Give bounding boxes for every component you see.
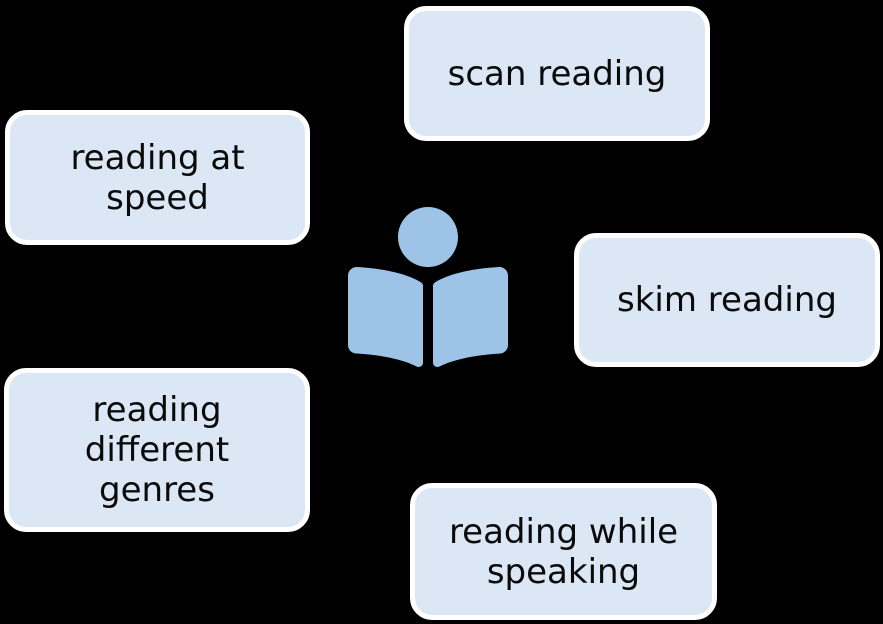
book-reader-icon xyxy=(348,207,508,367)
node-reading-different-genres-label: reading different genres xyxy=(84,390,230,510)
node-skim-reading: skim reading xyxy=(574,233,880,367)
node-scan-reading-label: scan reading xyxy=(447,53,667,94)
node-reading-while-speaking: reading while speaking xyxy=(410,483,717,620)
node-reading-while-speaking-label: reading while speaking xyxy=(448,511,679,592)
node-reading-at-speed: reading at speed xyxy=(5,110,310,245)
node-skim-reading-label: skim reading xyxy=(617,280,837,320)
node-scan-reading: scan reading xyxy=(404,6,710,141)
node-reading-different-genres: reading different genres xyxy=(4,368,310,532)
node-reading-at-speed-label: reading at speed xyxy=(70,137,245,218)
